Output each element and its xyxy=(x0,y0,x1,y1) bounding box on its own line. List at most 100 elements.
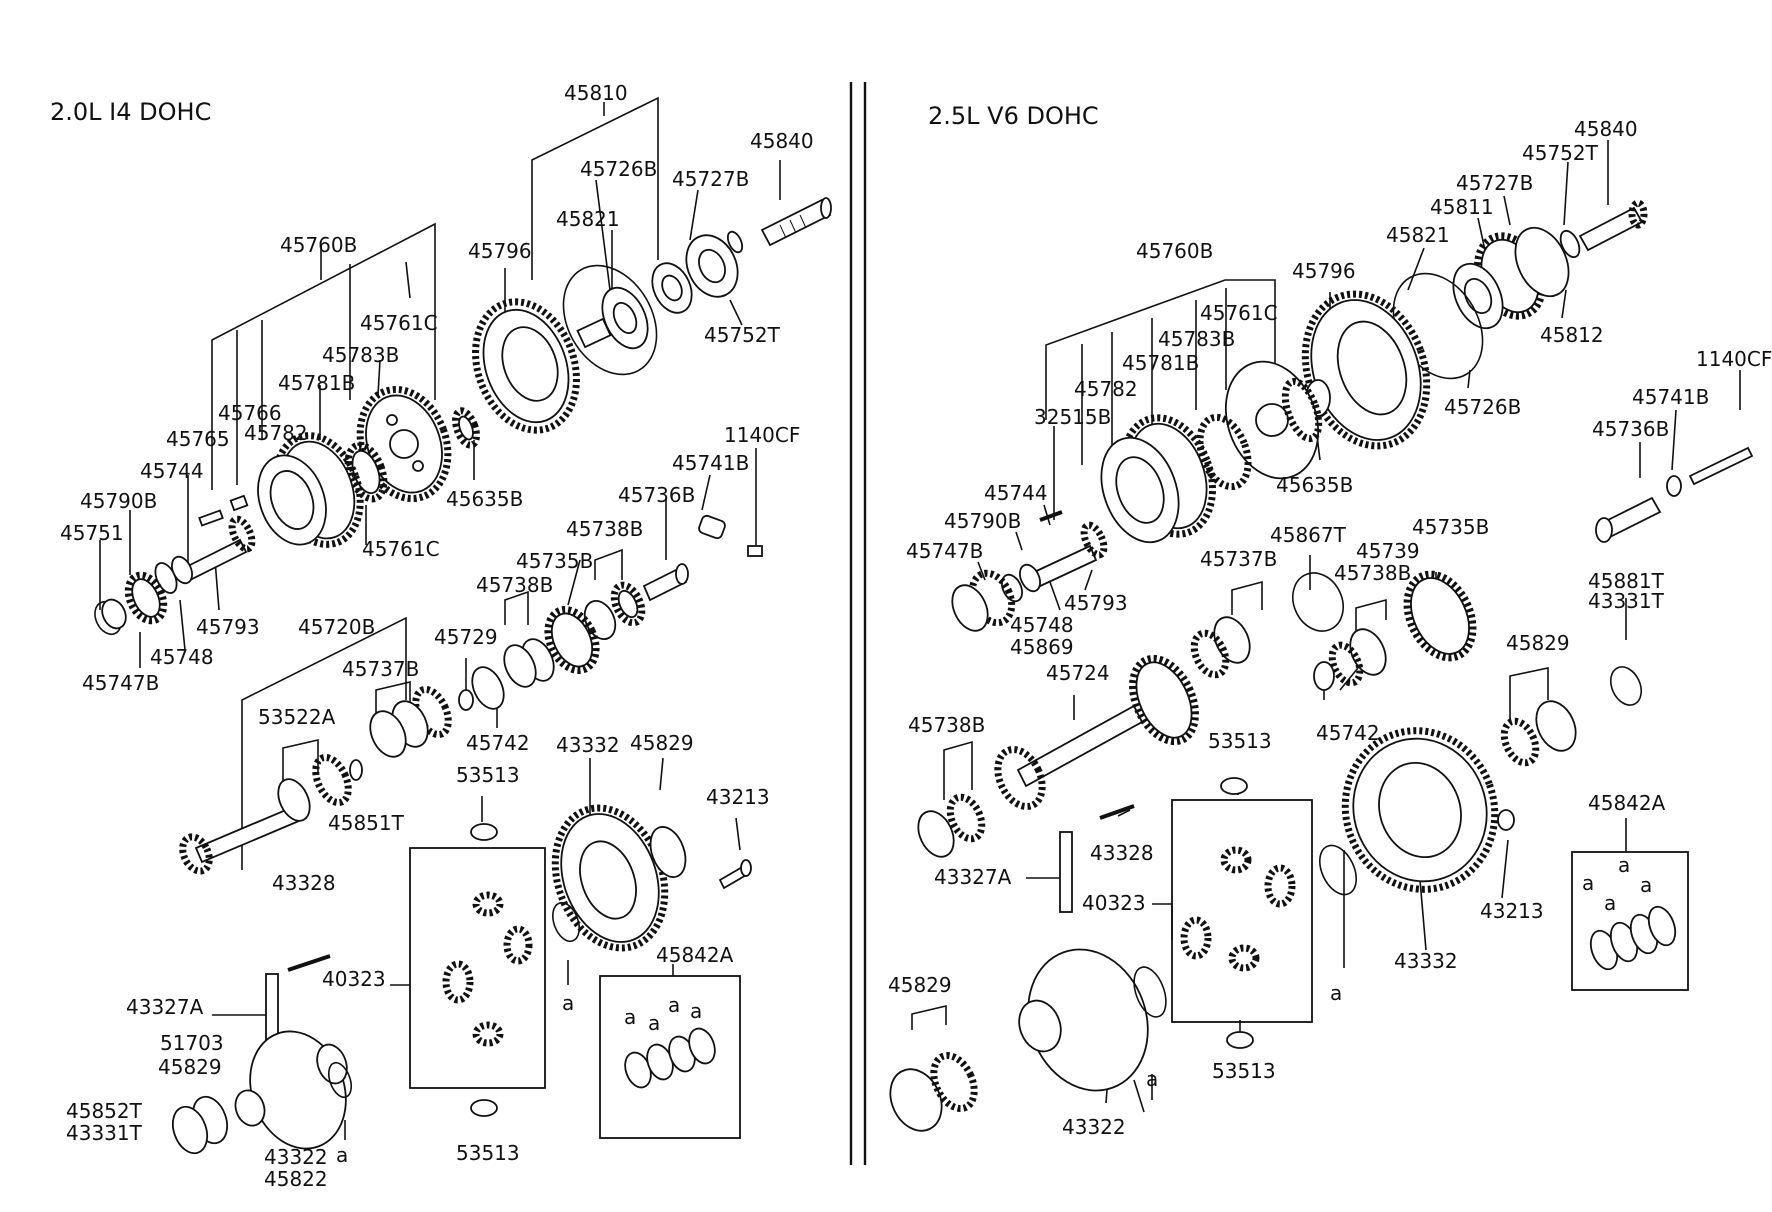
label-a: a xyxy=(1330,981,1342,1005)
label-45744: 45744 xyxy=(984,481,1048,505)
label-45782: 45782 xyxy=(244,421,308,445)
gear-45781B xyxy=(257,432,364,548)
label-a: a xyxy=(690,999,702,1023)
label-45747B: 45747B xyxy=(82,671,159,695)
label-45796: 45796 xyxy=(468,239,532,263)
right-variant: 2.5L V6 DOHC xyxy=(888,102,1772,1139)
label-45761C-bottom: 45761C xyxy=(362,537,440,561)
label-45790B: 45790B xyxy=(944,509,1021,533)
label-45738B-right: 45738B xyxy=(566,517,643,541)
label-1140CF: 1140CF xyxy=(724,423,800,447)
label-45783B: 45783B xyxy=(1158,327,1235,351)
label-53513-upper: 53513 xyxy=(1208,729,1272,753)
label-45741B: 45741B xyxy=(1632,385,1709,409)
label-45635B: 45635B xyxy=(446,487,523,511)
label-45720B: 45720B xyxy=(298,615,375,639)
label-45821: 45821 xyxy=(1386,223,1450,247)
label-43322: 43322 xyxy=(1062,1115,1126,1139)
left-title: 2.0L I4 DOHC xyxy=(50,98,211,126)
label-45793: 45793 xyxy=(1064,591,1128,615)
bearing-45726B xyxy=(651,262,693,314)
left-variant: 2.0L I4 DOHC xyxy=(50,81,832,1191)
label-43332: 43332 xyxy=(1394,949,1458,973)
label-45635B: 45635B xyxy=(1276,473,1353,497)
label-45829-lower: 45829 xyxy=(888,973,952,997)
label-45724: 45724 xyxy=(1046,661,1110,685)
ring-gear-43332 xyxy=(551,804,687,952)
label-45737B: 45737B xyxy=(342,657,419,681)
kit-box-40323 xyxy=(409,847,546,1089)
washer-45635B xyxy=(452,407,480,449)
kit-box-40323-right xyxy=(1171,799,1313,1023)
label-45842A: 45842A xyxy=(1588,791,1666,815)
label-45735B: 45735B xyxy=(1412,515,1489,539)
label-45867T: 45867T xyxy=(1270,523,1347,547)
shaft-45840 xyxy=(760,197,832,247)
label-45747B: 45747B xyxy=(906,539,983,563)
label-51703: 51703 xyxy=(160,1031,224,1055)
snap-ring-45821 xyxy=(562,264,658,376)
label-45869: 45869 xyxy=(1010,635,1074,659)
label-a: a xyxy=(1640,873,1652,897)
label-45737B: 45737B xyxy=(1200,547,1277,571)
label-a: a xyxy=(1618,853,1630,877)
label-40323: 40323 xyxy=(1082,891,1146,915)
right-labels: 45840 45752T 45727B 45811 45821 45796 45… xyxy=(888,117,1772,1139)
right-title: 2.5L V6 DOHC xyxy=(928,102,1099,130)
label-40323: 40323 xyxy=(322,967,386,991)
label-45726B: 45726B xyxy=(580,157,657,181)
label-53513-lower: 53513 xyxy=(1212,1059,1276,1083)
left-parts xyxy=(94,197,832,1155)
kit-box-45842A-right xyxy=(1571,851,1689,991)
label-53513-bottom: 53513 xyxy=(456,1141,520,1165)
label-43213: 43213 xyxy=(706,785,770,809)
label-a: a xyxy=(336,1143,348,1167)
gear-45796 xyxy=(472,298,580,434)
kit-box-45842A-left xyxy=(599,975,741,1139)
label-45761C: 45761C xyxy=(1200,301,1278,325)
label-45765: 45765 xyxy=(166,427,230,451)
left-labels: 45810 45726B 45727B 45840 45821 45796 45… xyxy=(60,81,814,1191)
label-45761C-top: 45761C xyxy=(360,311,438,335)
label-45742: 45742 xyxy=(466,731,530,755)
left-leaders xyxy=(99,96,781,1146)
label-45751: 45751 xyxy=(60,521,124,545)
label-45736B: 45736B xyxy=(618,483,695,507)
label-43328: 43328 xyxy=(272,871,336,895)
label-45782: 45782 xyxy=(1074,377,1138,401)
label-45829-bottom: 45829 xyxy=(158,1055,222,1079)
label-45840: 45840 xyxy=(750,129,814,153)
label-45812: 45812 xyxy=(1540,323,1604,347)
label-45829-upper: 45829 xyxy=(1506,631,1570,655)
label-45796: 45796 xyxy=(1292,259,1356,283)
right-parts xyxy=(889,199,1754,1132)
label-a: a xyxy=(624,1005,636,1029)
label-53522A: 53522A xyxy=(258,705,336,729)
label-a: a xyxy=(1582,871,1594,895)
label-45781B: 45781B xyxy=(278,371,355,395)
label-45811: 45811 xyxy=(1430,195,1494,219)
label-45793: 45793 xyxy=(196,615,260,639)
label-45748: 45748 xyxy=(150,645,214,669)
label-45842A: 45842A xyxy=(656,943,734,967)
label-a: a xyxy=(1146,1067,1158,1091)
label-45760B: 45760B xyxy=(1136,239,1213,263)
label-a: a xyxy=(648,1011,660,1035)
label-45738B-lower: 45738B xyxy=(908,713,985,737)
label-a: a xyxy=(1604,891,1616,915)
label-45741B: 45741B xyxy=(672,451,749,475)
label-45729: 45729 xyxy=(434,625,498,649)
label-45744: 45744 xyxy=(140,459,204,483)
label-45852T: 45852T xyxy=(66,1099,143,1123)
label-43332: 43332 xyxy=(556,733,620,757)
label-32515B: 32515B xyxy=(1034,405,1111,429)
label-a: a xyxy=(562,991,574,1015)
label-1140CF: 1140CF xyxy=(1696,347,1772,371)
label-43331T: 43331T xyxy=(66,1121,143,1145)
label-45881T: 45881T xyxy=(1588,569,1665,593)
label-45781B: 45781B xyxy=(1122,351,1199,375)
label-45752T: 45752T xyxy=(1522,141,1599,165)
label-45851T: 45851T xyxy=(328,811,405,835)
label-a: a xyxy=(668,993,680,1017)
